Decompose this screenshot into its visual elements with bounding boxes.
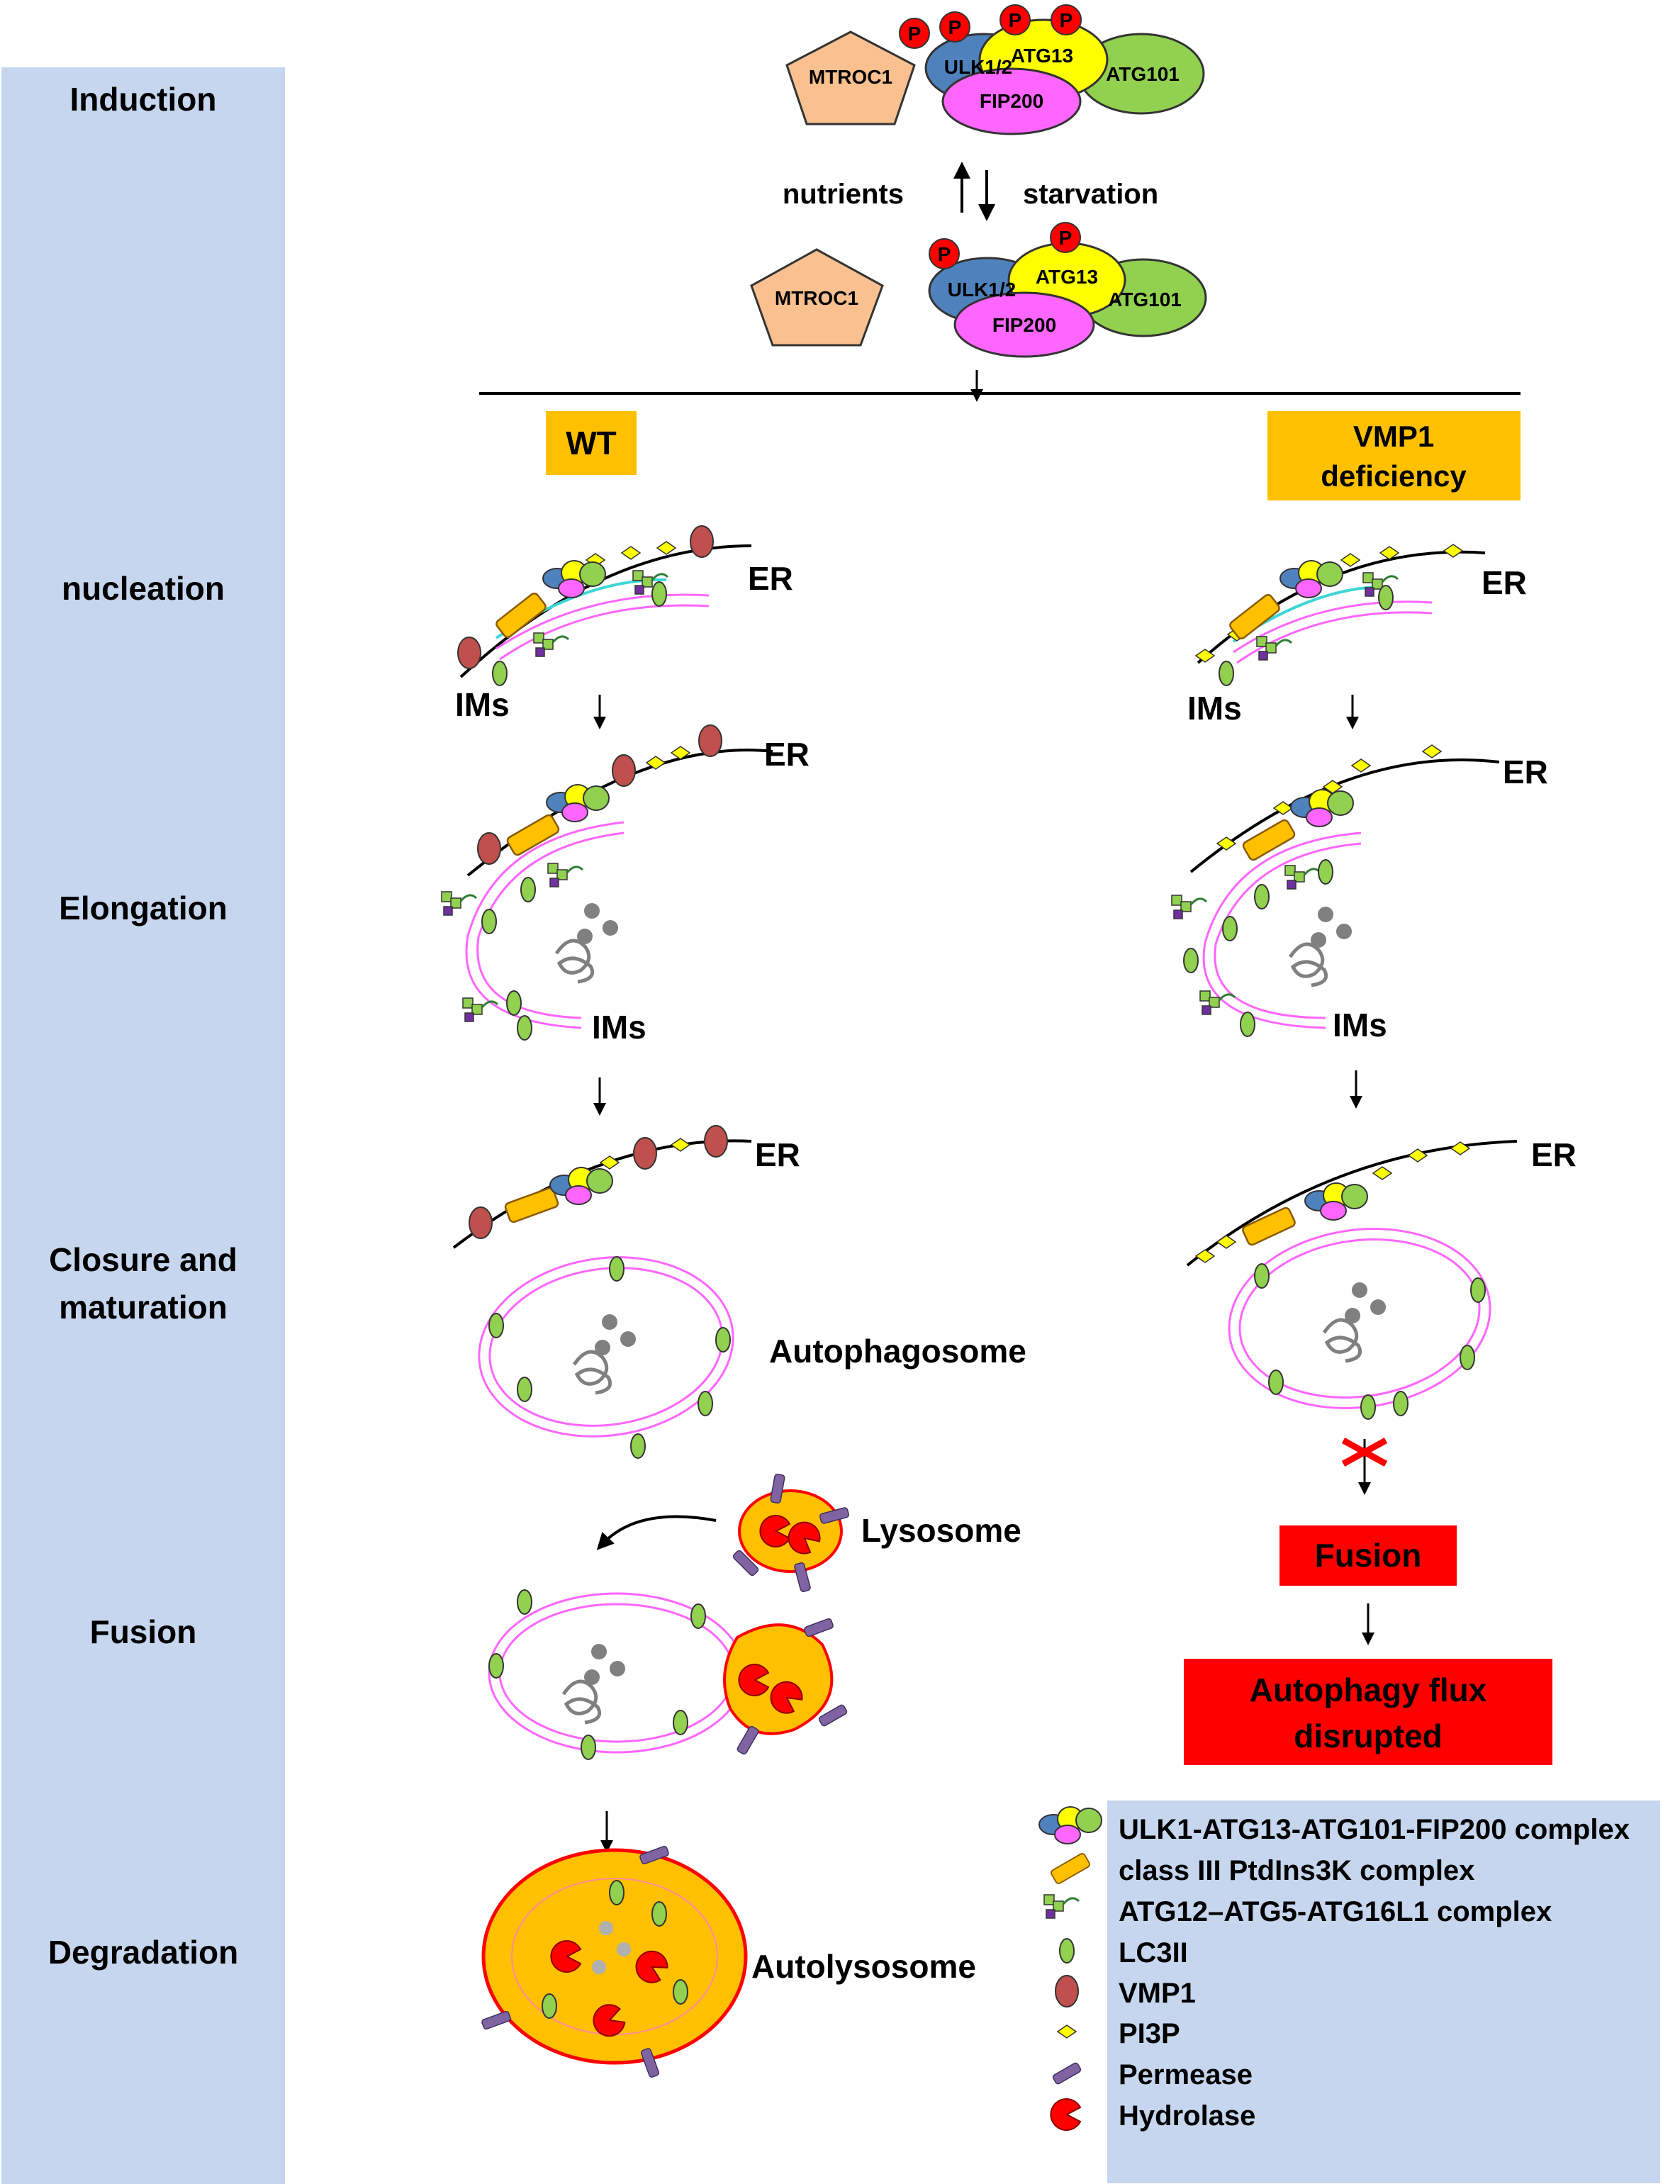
- legend-item-atg: ATG12–ATG5-ATG16L1 complex: [1119, 1896, 1552, 1927]
- legend-pi3p-icon: [1057, 2025, 1077, 2039]
- vmp1-closure: ER: [1186, 1136, 1577, 1420]
- mtroc1-complex-starved: MTROC1 ULK1/2 ATG13 ATG101 FIP200 P P: [750, 222, 1207, 358]
- ims-label: IMs: [455, 686, 510, 723]
- lysosome-label: Lysosome: [861, 1512, 1021, 1549]
- atg101-label: ATG101: [1106, 63, 1180, 85]
- svg-text:IMs: IMs: [1333, 1007, 1387, 1043]
- block-x-mark: [1341, 1438, 1388, 1467]
- er-label: ER: [748, 560, 793, 597]
- mtroc1-pentagon-2: [750, 248, 884, 347]
- stage-degradation: Degradation: [48, 1934, 238, 1971]
- legend-item-pik: class III PtdIns3K complex: [1119, 1855, 1474, 1886]
- stage-elongation: Elongation: [59, 890, 228, 926]
- autolysosome: Autolysosome: [481, 1844, 976, 2078]
- wt-nucleation: ER IMs: [455, 525, 793, 723]
- mtroc1-label: MTROC1: [809, 66, 892, 88]
- svg-text:ER: ER: [1482, 564, 1527, 601]
- svg-text:P: P: [1060, 9, 1073, 31]
- legend-hydrolase-icon: [1050, 2098, 1081, 2131]
- stage-fusion: Fusion: [90, 1613, 197, 1650]
- stage-sidebar: [1, 67, 285, 2184]
- mtroc1-pentagon: [785, 30, 916, 125]
- svg-text:IMs: IMs: [592, 1009, 646, 1046]
- vmp1-elongation: ER IMs: [1170, 744, 1548, 1043]
- stage-nucleation: nucleation: [62, 570, 225, 607]
- starvation-label: starvation: [1023, 179, 1158, 210]
- svg-text:ER: ER: [755, 1136, 800, 1173]
- legend-permease-icon: [1051, 2061, 1082, 2085]
- mtroc1-complex-active: MTROC1 ULK1/2 ATG13 ATG101 FIP200 P P P …: [785, 4, 1205, 135]
- autophagosome-label: Autophagosome: [769, 1333, 1026, 1370]
- legend-pik-icon: [1049, 1852, 1092, 1886]
- legend-lc3-icon: [1059, 1938, 1075, 1964]
- svg-text:P: P: [938, 243, 951, 265]
- stage-closure-line2: maturation: [59, 1289, 228, 1326]
- svg-text:P: P: [1059, 227, 1073, 249]
- svg-text:ER: ER: [764, 736, 810, 773]
- autophagosome-outer: [478, 1256, 734, 1438]
- fip200-label: FIP200: [980, 90, 1043, 112]
- autolysosome-label: Autolysosome: [751, 1948, 976, 1985]
- svg-text:P: P: [948, 16, 962, 38]
- wt-fusion: [488, 1589, 849, 1760]
- phospho-markers: P P P P: [899, 4, 1082, 49]
- vmp1-label-line2: deficiency: [1321, 459, 1467, 493]
- fip200-oval: [941, 67, 1082, 135]
- vmp1-deficiency-box: [1267, 411, 1521, 500]
- stage-closure-line1: Closure and: [49, 1241, 237, 1278]
- svg-text:P: P: [908, 23, 922, 45]
- flux-label-line2: disrupted: [1294, 1718, 1443, 1754]
- flux-disrupted-box: [1184, 1659, 1552, 1765]
- svg-text:P: P: [1009, 9, 1022, 31]
- lysosome-fusion-arrow: [596, 1515, 717, 1550]
- svg-text:MTROC1: MTROC1: [775, 287, 858, 309]
- legend-item-ulk: ULK1-ATG13-ATG101-FIP200 complex: [1119, 1814, 1630, 1845]
- legend-item-vmp1: VMP1: [1119, 1978, 1196, 2009]
- wt-elongation: ER IMs: [440, 724, 810, 1046]
- nutrients-label: nutrients: [783, 179, 904, 210]
- vmp1-label-line1: VMP1: [1353, 420, 1434, 453]
- stage-induction: Induction: [70, 81, 217, 118]
- wt-label: WT: [566, 425, 617, 461]
- legend-ulk-icon: [1038, 1806, 1102, 1844]
- legend-item-permease: Permease: [1119, 2059, 1253, 2090]
- fusion-box-label: Fusion: [1315, 1537, 1422, 1574]
- fusion-box: [1279, 1525, 1457, 1586]
- lysosome: Lysosome: [732, 1473, 1021, 1593]
- legend-item-pi3p: PI3P: [1119, 2018, 1180, 2049]
- legend: ULK1-ATG13-ATG101-FIP200 complex class I…: [1038, 1801, 1660, 2183]
- svg-text:ER: ER: [1503, 754, 1548, 790]
- legend-box: [1107, 1801, 1660, 2183]
- flux-label-line1: Autophagy flux: [1250, 1671, 1487, 1708]
- svg-text:ATG101: ATG101: [1108, 289, 1182, 310]
- vmp1-nucleation: ER IMs: [1187, 544, 1527, 727]
- legend-atg-icon: [1043, 1893, 1080, 1920]
- legend-item-hydrolase: Hydrolase: [1119, 2100, 1255, 2132]
- svg-text:ULK1/2: ULK1/2: [948, 279, 1016, 301]
- svg-text:IMs: IMs: [1187, 690, 1242, 727]
- svg-text:ATG13: ATG13: [1036, 266, 1098, 288]
- svg-text:ER: ER: [1531, 1136, 1577, 1173]
- ulk-label: ULK1/2: [944, 56, 1012, 78]
- legend-item-lc3: LC3II: [1119, 1937, 1188, 1969]
- svg-text:FIP200: FIP200: [992, 314, 1056, 336]
- atg13-label: ATG13: [1011, 45, 1073, 67]
- wt-closure: ER Autophagosome: [452, 1125, 1026, 1459]
- legend-vmp1-icon: [1055, 1975, 1079, 2007]
- wt-box: [546, 411, 637, 475]
